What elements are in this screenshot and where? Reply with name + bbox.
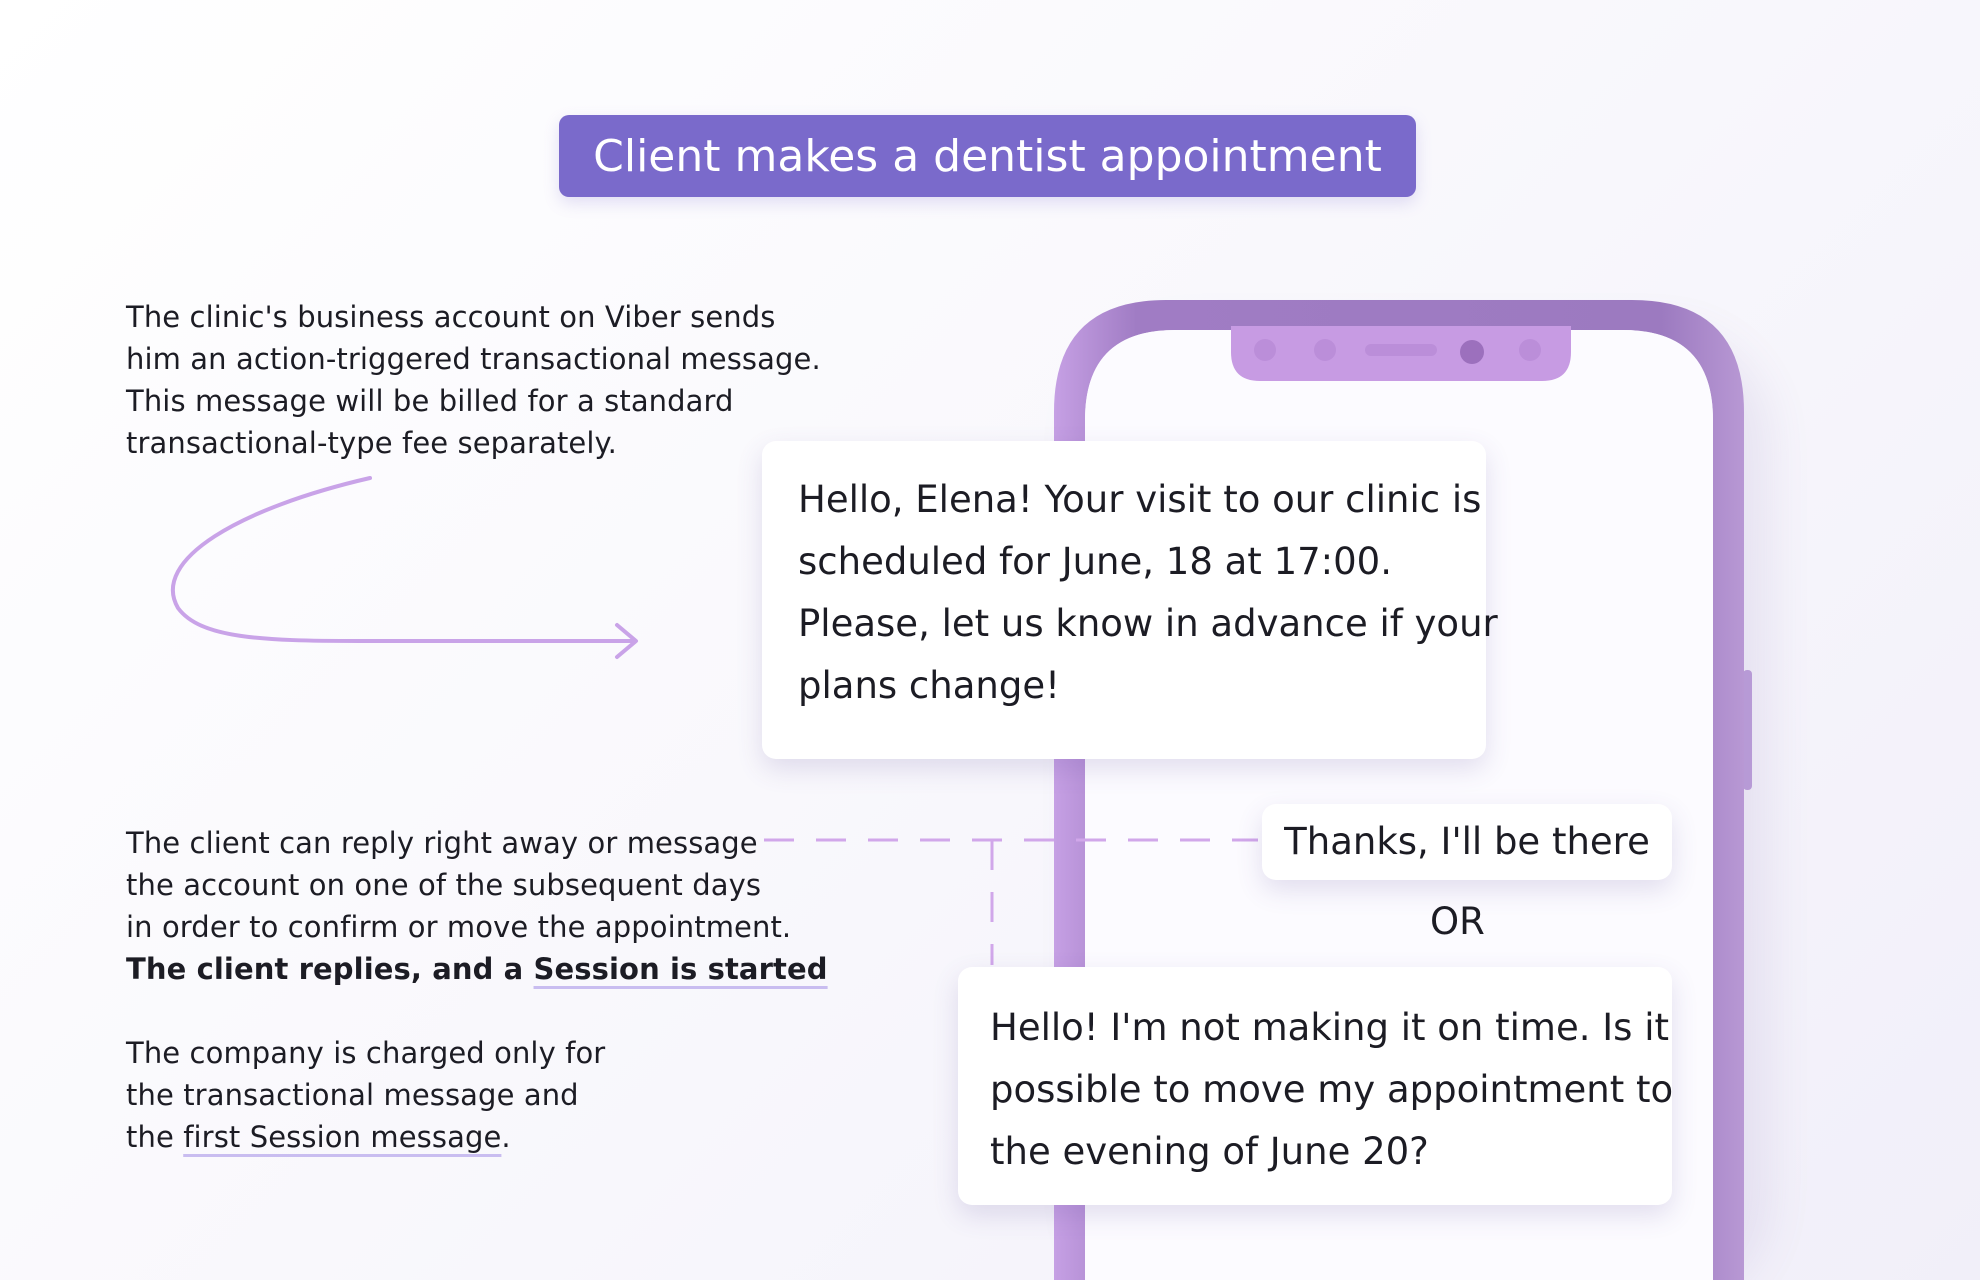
client-reply-confirm-text: Thanks, I'll be there — [1284, 820, 1650, 863]
notch-dot — [1314, 339, 1336, 361]
business-message-text: Hello, Elena! Your visit to our clinic i… — [798, 469, 1498, 717]
note-line: the account on one of the subsequent day… — [126, 868, 762, 902]
note-line: The clinic's business account on Viber s… — [126, 300, 776, 334]
phone-notch — [1231, 326, 1571, 381]
page-title: Client makes a dentist appointment — [593, 130, 1382, 182]
message-line: Please, let us know in advance if your — [798, 602, 1498, 645]
title-banner: Client makes a dentist appointment — [559, 115, 1416, 197]
message-line: scheduled for June, 18 at 17:00. — [798, 540, 1392, 583]
notch-dot — [1254, 339, 1276, 361]
note-transactional-message: The clinic's business account on Viber s… — [126, 296, 821, 464]
note-line: This message will be billed for a standa… — [126, 384, 734, 418]
note-line: transactional-type fee separately. — [126, 426, 617, 460]
or-label: OR — [1430, 900, 1485, 943]
note-line: him an action-triggered transactional me… — [126, 342, 821, 376]
first-session-prefix: the — [126, 1120, 184, 1154]
note-first-session: the first Session message. — [126, 1116, 605, 1158]
notch-dot — [1519, 339, 1541, 361]
phone-side-button — [1743, 670, 1752, 790]
client-reply-move-bubble: Hello! I'm not making it on time. Is it … — [958, 967, 1674, 1205]
note-line: The company is charged only for — [126, 1036, 606, 1070]
note-session-started: The client replies, and a Session is sta… — [126, 948, 828, 990]
curved-arrow — [170, 476, 634, 643]
note-client-reply: The client can reply right away or messa… — [126, 822, 828, 990]
first-session-highlight: first Session message — [183, 1120, 502, 1154]
note-line: The client can reply right away or messa… — [126, 826, 758, 860]
session-started-prefix: The client replies, and a — [126, 952, 534, 986]
notch-speaker — [1365, 344, 1437, 356]
note-line: in order to confirm or move the appointm… — [126, 910, 792, 944]
client-reply-confirm-bubble: Thanks, I'll be there — [1262, 804, 1672, 880]
arrow-head — [615, 623, 638, 659]
notch-camera — [1460, 340, 1484, 364]
business-message-bubble: Hello, Elena! Your visit to our clinic i… — [762, 441, 1498, 759]
session-started-highlight: Session is started — [533, 952, 828, 986]
message-line: plans change! — [798, 664, 1060, 707]
first-session-suffix: . — [501, 1120, 511, 1154]
message-line: possible to move my appointment to — [990, 1068, 1674, 1111]
message-line: the evening of June 20? — [990, 1130, 1429, 1173]
note-billing: The company is charged only for the tran… — [126, 1032, 605, 1158]
client-reply-move-text: Hello! I'm not making it on time. Is it … — [990, 997, 1674, 1183]
message-line: Hello, Elena! Your visit to our clinic i… — [798, 478, 1482, 521]
note-line: the transactional message and — [126, 1078, 579, 1112]
message-line: Hello! I'm not making it on time. Is it — [990, 1006, 1669, 1049]
